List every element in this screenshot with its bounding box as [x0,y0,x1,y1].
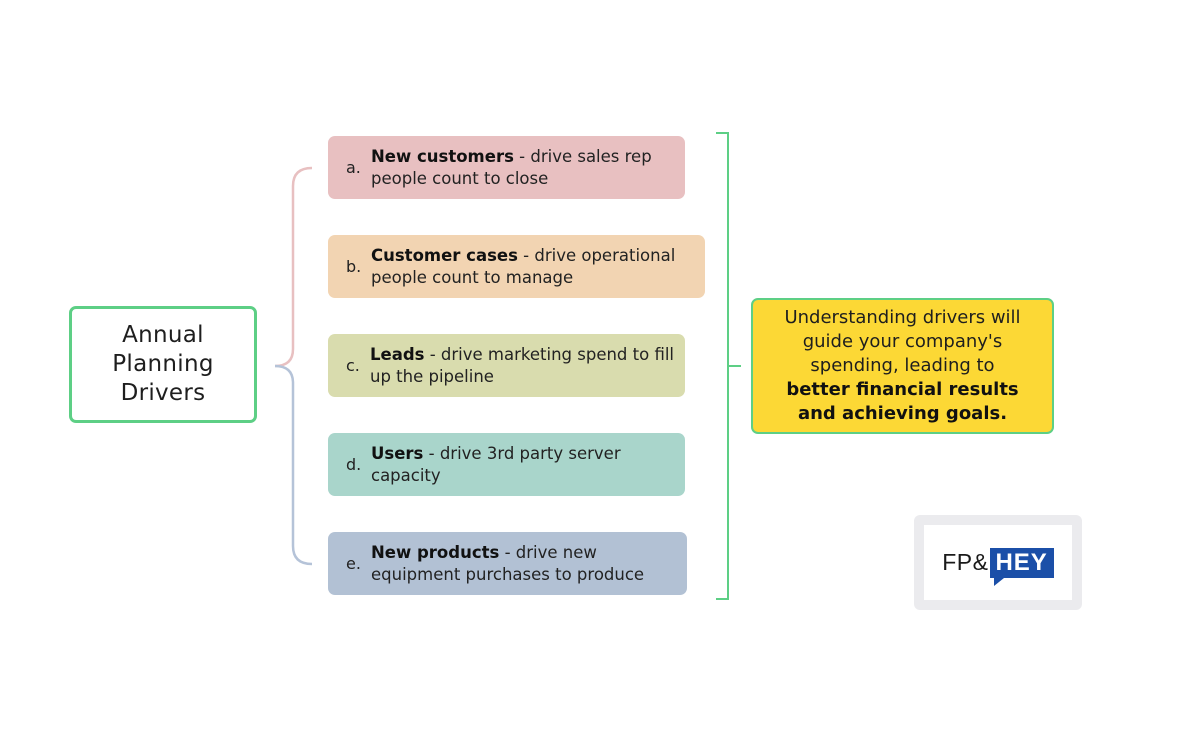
driver-name: Users [371,443,424,463]
driver-detail: - drive new equipment purchases to produ… [371,542,645,584]
driver-description: Users - drive 3rd party server capacity [371,443,675,487]
logo-right-text: HEY [995,548,1048,576]
driver-detail: - drive marketing spend to fill up the p… [370,344,675,386]
root-node: Annual Planning Drivers [69,306,257,423]
driver-name: New products [371,542,500,562]
lower-brace-line [274,364,313,566]
driver-letter: a. [346,158,361,177]
driver-detail: - drive operational people count to mana… [371,245,676,287]
driver-letter: d. [346,455,362,474]
driver-description: New customers - drive sales rep people c… [371,146,675,190]
driver-node-customer-cases: b. Customer cases - drive operational pe… [328,235,705,298]
logo-bubble-tail [994,577,1005,586]
summary-bold-text: better financial results and achieving g… [786,379,1019,424]
summary-node: Understanding drivers will guide your co… [751,298,1054,434]
upper-brace-line [274,166,313,368]
driver-node-users: d. Users - drive 3rd party server capaci… [328,433,685,496]
logo-speech-bubble: HEY [990,547,1054,586]
logo-left-text: FP& [942,549,989,575]
root-title: Annual Planning Drivers [112,322,214,406]
summary-text: Understanding drivers will guide your co… [784,307,1021,376]
driver-letter: b. [346,257,362,276]
driver-node-new-customers: a. New customers - drive sales rep peopl… [328,136,685,199]
brand-logo: FP& HEY [914,515,1082,610]
driver-letter: c. [346,356,360,375]
driver-letter: e. [346,554,361,573]
driver-description: Leads - drive marketing spend to fill up… [370,344,675,388]
driver-description: New products - drive new equipment purch… [371,542,677,586]
driver-node-leads: c. Leads - drive marketing spend to fill… [328,334,685,397]
brand-logo-inner: FP& HEY [924,525,1072,600]
driver-node-new-products: e. New products - drive new equipment pu… [328,532,687,595]
driver-detail: - drive 3rd party server capacity [371,443,621,485]
driver-detail: - drive sales rep people count to close [371,146,652,188]
driver-name: Leads [370,344,425,364]
driver-name: Customer cases [371,245,518,265]
right-bracket-line [716,132,729,600]
driver-name: New customers [371,146,514,166]
driver-description: Customer cases - drive operational peopl… [371,245,695,289]
